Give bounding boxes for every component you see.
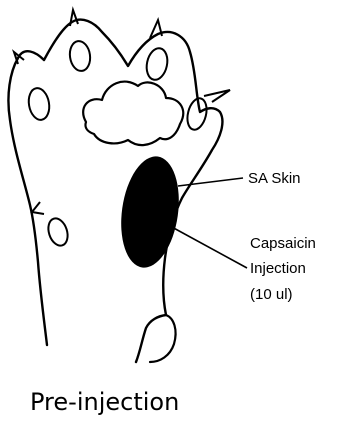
toe-pad-3 [26, 87, 51, 122]
claw-side [32, 202, 44, 214]
toe-pad-5 [45, 216, 71, 248]
sa-skin-leader [178, 178, 243, 186]
injection-label-line1: Capsaicin [250, 235, 316, 252]
claw-top-left [70, 10, 78, 26]
injection-area [114, 153, 185, 272]
sa-skin-label: SA Skin [248, 170, 301, 187]
toe-pad-2 [144, 46, 170, 81]
diagram-caption: Pre-injection [30, 388, 179, 416]
injection-leader [170, 226, 247, 268]
claw-right [204, 90, 230, 102]
injection-label-line2: Injection [250, 260, 306, 277]
paw-outline [8, 20, 222, 362]
palm-pad [83, 82, 183, 146]
paw-lower-flap [150, 315, 176, 362]
injection-label-line3: (10 ul) [250, 286, 293, 303]
toe-pad-1 [68, 40, 92, 72]
